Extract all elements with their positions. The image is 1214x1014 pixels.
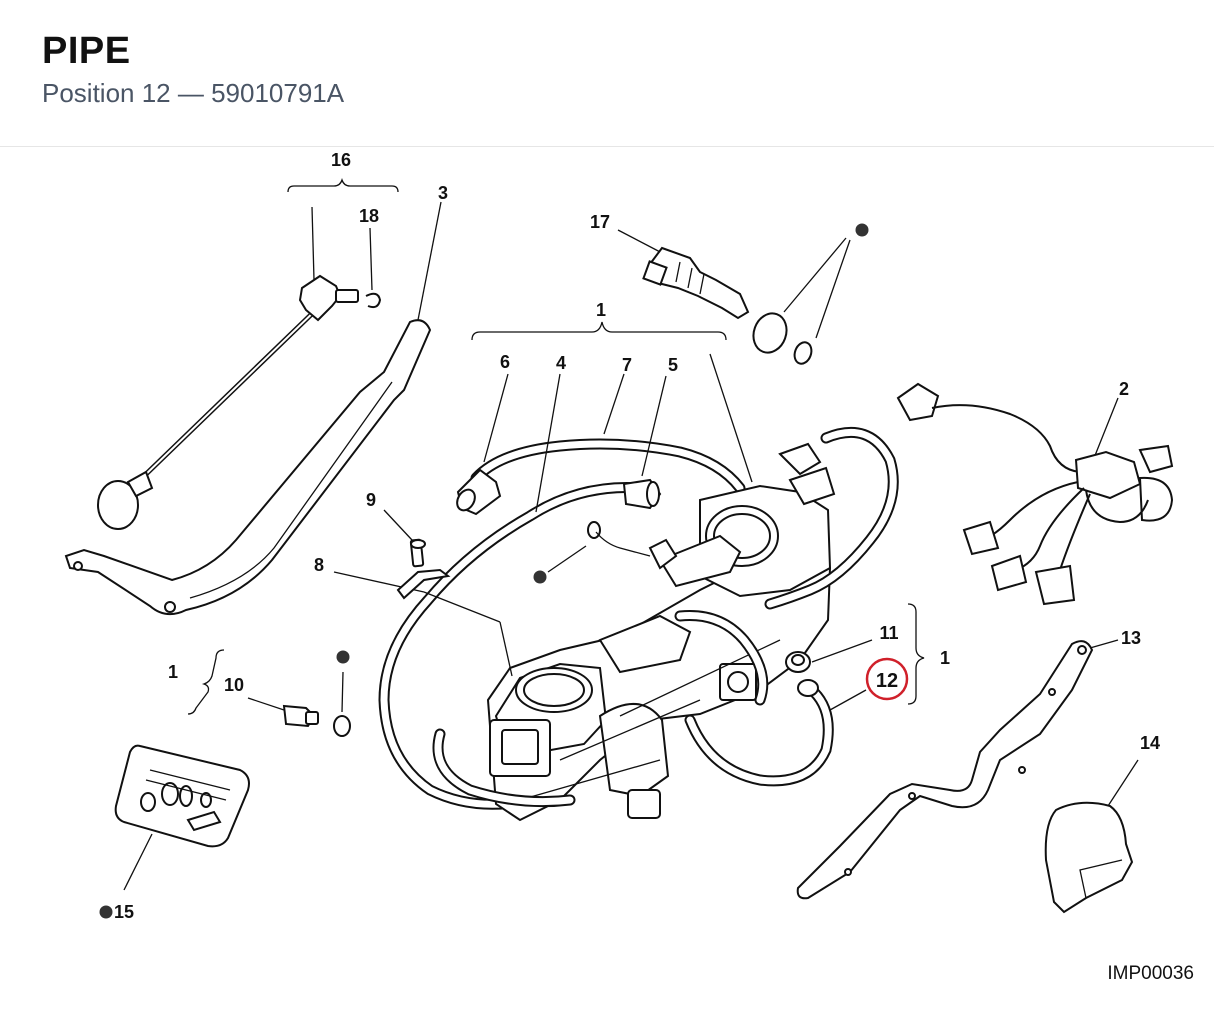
image-code: IMP00036: [1107, 963, 1194, 984]
marker-dot-10: [336, 650, 350, 664]
callout-14: 14: [1140, 733, 1160, 753]
highlight-ring-12: [865, 657, 909, 701]
leader-center-oring: [547, 545, 587, 573]
callout-17: 17: [590, 212, 610, 232]
part-4-hose-outer: [378, 438, 746, 810]
leader-4: [535, 373, 561, 513]
callout-3: 3: [438, 183, 448, 203]
part-2-wiring-harness: [896, 382, 1174, 606]
part-13-plate: [796, 639, 1119, 900]
part-18-clip: [365, 227, 382, 309]
throttle-body-assembly: [486, 442, 836, 822]
callout-4: 4: [556, 353, 566, 373]
callout-15: 15: [114, 902, 134, 922]
callout-5: 5: [668, 355, 678, 375]
part-14-cover: [1044, 759, 1139, 914]
part-12-pipe: [797, 679, 867, 711]
callout-6: 6: [500, 352, 510, 372]
part-3-support-arm: [64, 201, 442, 616]
callout-11: 11: [879, 623, 898, 643]
part-1-right-bracket: [907, 603, 925, 705]
part-9-screw: [383, 509, 426, 568]
part-15-kit: [99, 744, 250, 919]
callout-9: 9: [366, 490, 376, 510]
leader-center-arrow: [595, 531, 651, 557]
page-header: PIPE Position 12 — 59010791A: [0, 0, 1214, 147]
fuel-hose-right: [432, 426, 899, 808]
page-subtitle: Position 12 — 59010791A: [42, 78, 345, 108]
callout-2: 2: [1119, 379, 1129, 399]
part-17-injector: [617, 229, 750, 320]
exploded-parts-diagram: 16 18 3 17 1 6 4 7 5 2 9 8 11 1 12 13 1 …: [0, 148, 1214, 1009]
part-16-bracket: [287, 177, 399, 193]
part-10-plug: [247, 697, 319, 728]
marker-dot-15: [99, 905, 113, 919]
page-title: PIPE: [42, 30, 131, 72]
callout-8: 8: [314, 555, 324, 575]
part-5-hose-end: [622, 375, 667, 510]
part-16-tie-rod: [97, 206, 359, 530]
callout-7: 7: [622, 355, 632, 375]
part-center-oring: [587, 521, 601, 539]
part-1-left-bracket: [187, 649, 225, 715]
part-1-top-bracket: [471, 321, 753, 483]
leader-7: [603, 373, 625, 435]
callout-12: 12: [876, 670, 898, 692]
part-6-hose-end: [456, 373, 509, 516]
callout-10: 10: [224, 675, 244, 695]
part-11-fitting: [785, 639, 873, 673]
callout-18: 18: [359, 206, 379, 226]
diagram-svg: 16 18 3 17 1 6 4 7 5 2 9 8 11 1 12 13 1 …: [64, 150, 1174, 922]
callout-1-top: 1: [596, 300, 606, 320]
callout-1-left: 1: [168, 662, 178, 682]
part-17-orings: [752, 223, 869, 365]
part-8-clip: [333, 568, 513, 677]
part-10-oring: [333, 650, 351, 737]
callout-13: 13: [1121, 628, 1141, 648]
callout-1-right: 1: [940, 648, 950, 668]
marker-dot-center: [533, 570, 547, 584]
marker-dot-17: [855, 223, 869, 237]
callout-16: 16: [331, 150, 351, 170]
